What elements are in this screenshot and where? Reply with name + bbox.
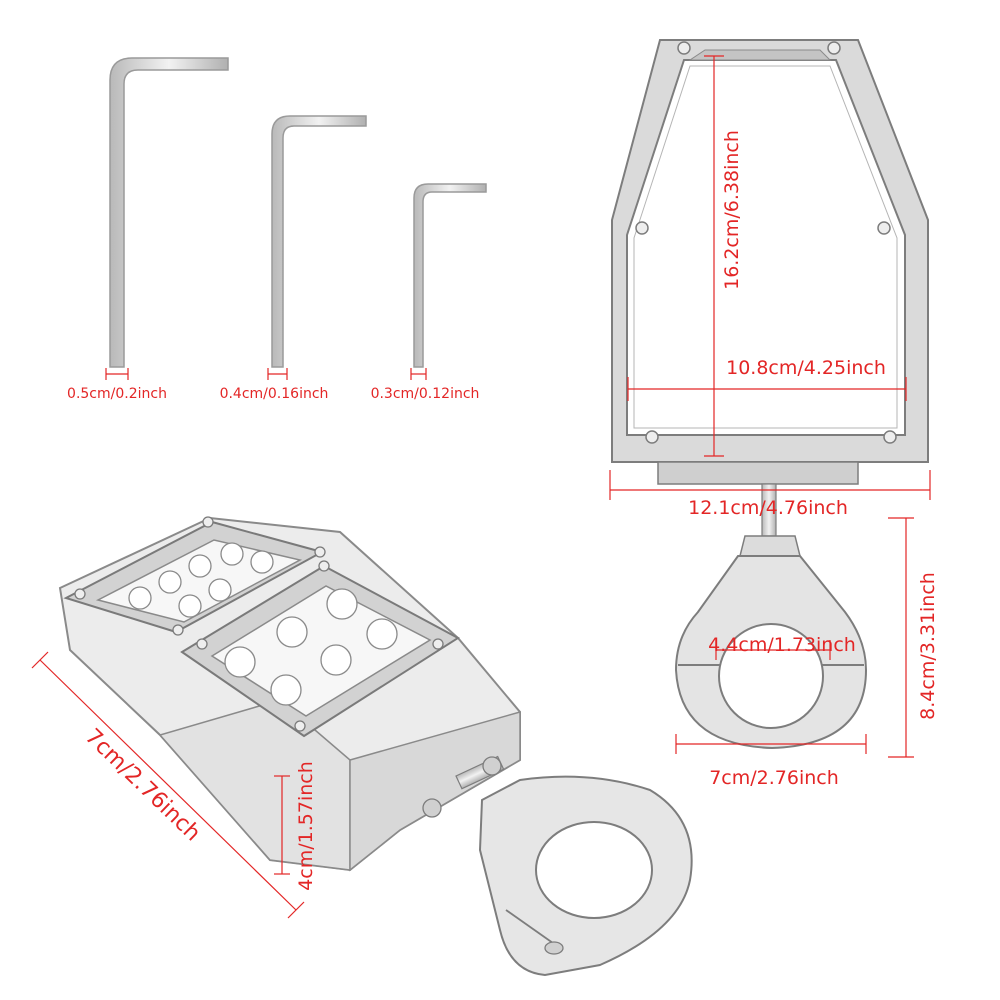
hex-key-large xyxy=(109,57,229,368)
hex-key-dimension-markers xyxy=(105,368,427,380)
hex-key-small-label: 0.3cm/0.12inch xyxy=(371,386,480,402)
mirror-frame xyxy=(611,39,929,485)
mirror-inner-width-label: 10.8cm/4.25inch xyxy=(726,357,886,379)
clamp-bore-label: 4.4cm/1.73inch xyxy=(708,634,856,656)
hex-key-small xyxy=(413,183,487,368)
led-bulbs xyxy=(128,542,398,706)
hex-key-medium xyxy=(271,115,367,368)
led-light-clamp xyxy=(422,755,693,977)
mirror-screws xyxy=(635,41,897,444)
clamp-width-label: 7cm/2.76inch xyxy=(709,767,839,789)
mirror-dimension-lines xyxy=(609,55,931,758)
clamp-height-label: 8.4cm/3.31inch xyxy=(917,572,939,720)
mirror-clamp xyxy=(674,483,868,750)
light-height-label: 4cm/1.57inch xyxy=(295,761,317,891)
led-panel-screws xyxy=(74,516,444,732)
mirror-outer-width-label: 12.1cm/4.76inch xyxy=(688,497,848,519)
light-dimension-lines xyxy=(31,651,305,919)
mirror-height-label: 16.2cm/6.38inch xyxy=(721,130,743,290)
hex-key-medium-label: 0.4cm/0.16inch xyxy=(220,386,329,402)
hex-key-large-label: 0.5cm/0.2inch xyxy=(67,386,167,402)
